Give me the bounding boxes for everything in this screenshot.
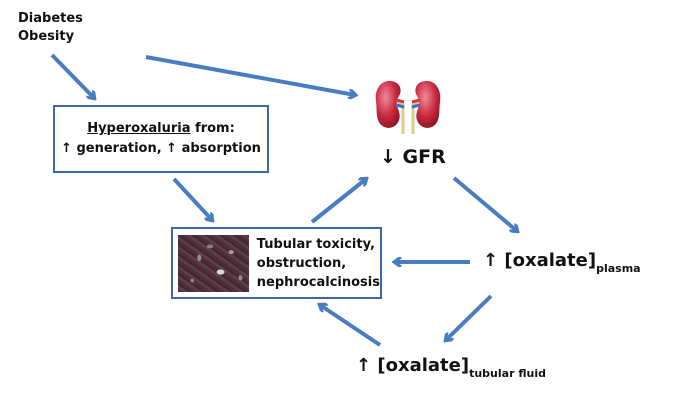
hyperoxaluria-term: Hyperoxaluria xyxy=(87,121,191,136)
arrow-tubular-to-gfr xyxy=(310,179,366,224)
hyperoxaluria-title: Hyperoxaluria from: xyxy=(87,119,235,139)
arrow-tubular-fluid-to-tubular xyxy=(320,305,382,347)
risk-factor-obesity: Obesity xyxy=(18,29,75,44)
oxalate-tubular-text: [oxalate] xyxy=(377,355,470,376)
up-arrow-icon: ↑ xyxy=(483,250,499,271)
hyperoxaluria-suffix: from: xyxy=(190,121,235,136)
gfr-text: GFR xyxy=(402,146,446,168)
hyperoxaluria-causes: ↑ generation, ↑ absorption xyxy=(61,141,261,156)
tubular-line-1: Tubular toxicity, xyxy=(256,236,375,252)
gfr-label: ↓ GFR xyxy=(380,146,446,168)
oxalate-tubular-subscript: tubular fluid xyxy=(469,367,546,380)
tubular-toxicity-box: Tubular toxicity, obstruction, nephrocal… xyxy=(171,227,382,299)
arrow-risk-to-gfr xyxy=(145,55,355,95)
oxalate-tubular-fluid-label: ↑ [oxalate]tubular fluid xyxy=(356,355,546,380)
risk-factors: Diabetes Obesity xyxy=(18,10,83,46)
kidneys-icon xyxy=(372,78,444,140)
arrow-risk-to-hyperoxaluria xyxy=(50,53,94,98)
tubular-line-3: nephrocalcinosis xyxy=(256,274,380,290)
oxalate-plasma-subscript: plasma xyxy=(596,262,641,275)
renal-tissue-image xyxy=(178,234,249,292)
hyperoxaluria-box: Hyperoxaluria from: ↑ generation, ↑ abso… xyxy=(53,105,269,173)
arrow-gfr-to-oxalate-plasma xyxy=(452,176,517,231)
tubular-toxicity-text: Tubular toxicity, obstruction, nephrocal… xyxy=(257,235,380,292)
down-arrow-icon: ↓ xyxy=(380,146,396,168)
oxalate-plasma-label: ↑ [oxalate]plasma xyxy=(483,250,641,275)
oxalate-plasma-text: [oxalate] xyxy=(504,250,597,271)
tubular-line-2: obstruction, xyxy=(256,255,347,271)
risk-factor-diabetes: Diabetes xyxy=(18,11,83,26)
arrow-hyperoxaluria-to-tubular xyxy=(172,177,212,220)
arrow-oxalate-plasma-to-tubular-fluid xyxy=(446,294,493,340)
up-arrow-icon: ↑ xyxy=(356,355,372,376)
